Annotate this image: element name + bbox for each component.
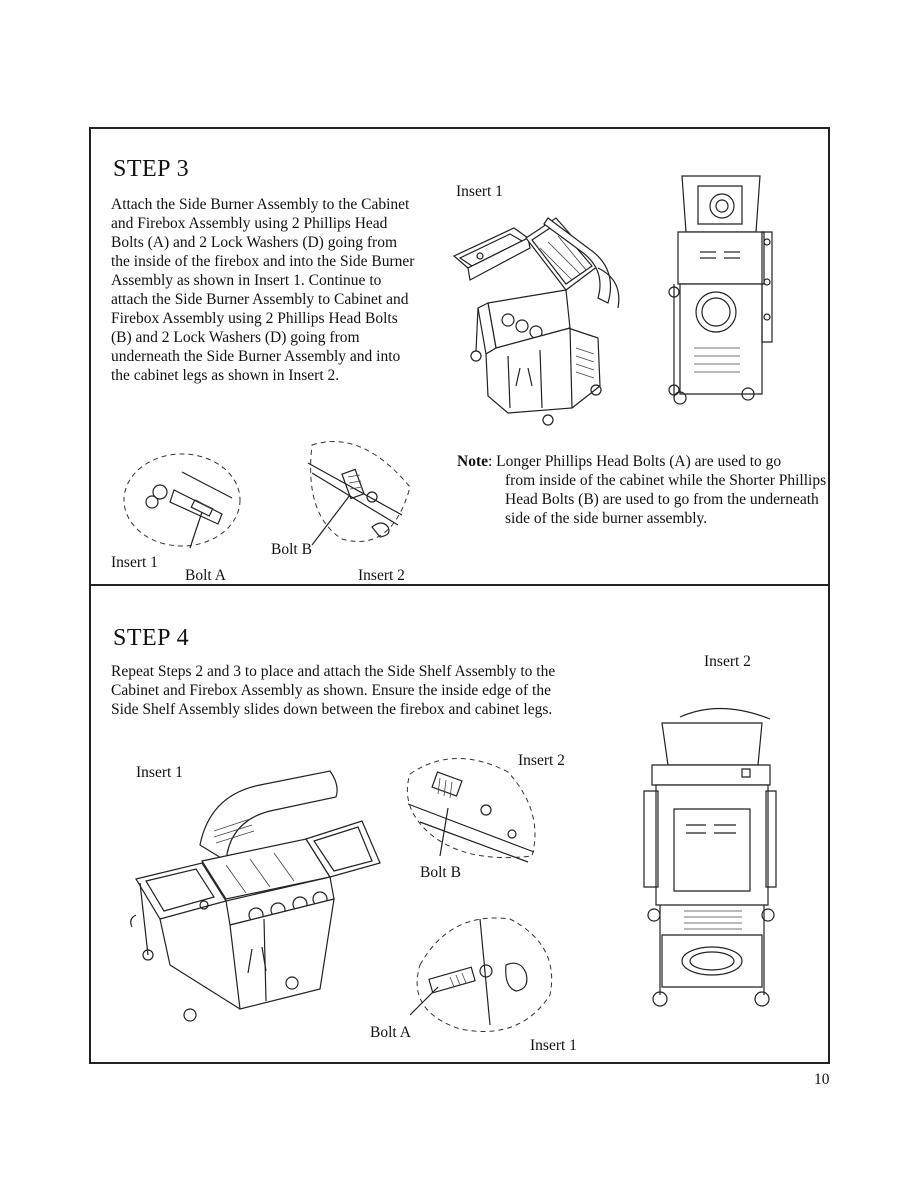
step4-grill-illustration bbox=[130, 765, 390, 1025]
step3-note: Note: Longer Phillips Head Bolts (A) are… bbox=[457, 452, 827, 528]
step3-insert2-label: Insert 2 bbox=[358, 567, 405, 584]
page-frame bbox=[89, 127, 830, 1064]
step4-paragraph: Repeat Steps 2 and 3 to place and attach… bbox=[111, 663, 556, 718]
step4-insert2-detail bbox=[404, 752, 539, 862]
step3-insert2-detail bbox=[302, 435, 417, 550]
step4-insert1-left-label: Insert 1 bbox=[136, 764, 183, 781]
step3-insert1-detail bbox=[122, 452, 242, 552]
step3-title: STEP 3 bbox=[113, 156, 190, 182]
step4-bolt-a-label: Bolt A bbox=[370, 1024, 411, 1041]
step4-insert1-detail bbox=[410, 915, 560, 1035]
note-label: Note bbox=[457, 453, 488, 470]
step-divider bbox=[89, 584, 830, 586]
step3-bolt-b-label: Bolt B bbox=[271, 541, 312, 558]
step4-insert1-detail-label: Insert 1 bbox=[530, 1037, 577, 1054]
step4-title: STEP 4 bbox=[113, 625, 190, 651]
note-first-line: : Longer Phillips Head Bolts (A) are use… bbox=[488, 453, 782, 470]
note-continuation: from inside of the cabinet while the Sho… bbox=[505, 472, 827, 527]
step3-paragraph: Attach the Side Burner Assembly to the C… bbox=[111, 196, 415, 384]
step3-insert1-top-label: Insert 1 bbox=[456, 183, 503, 200]
step4-bolt-b-label: Bolt B bbox=[420, 864, 461, 881]
step3-grill-front-illustration bbox=[660, 172, 780, 412]
step4-insert2-top-label: Insert 2 bbox=[704, 653, 751, 670]
step4-insert2-detail-label: Insert 2 bbox=[518, 752, 565, 769]
step3-grill-illustration bbox=[448, 208, 638, 433]
page-number: 10 bbox=[814, 1071, 830, 1088]
step3-insert1-detail-label: Insert 1 bbox=[111, 554, 158, 571]
step4-grill-front-illustration bbox=[630, 705, 780, 1015]
step3-bolt-a-label: Bolt A bbox=[185, 567, 226, 584]
